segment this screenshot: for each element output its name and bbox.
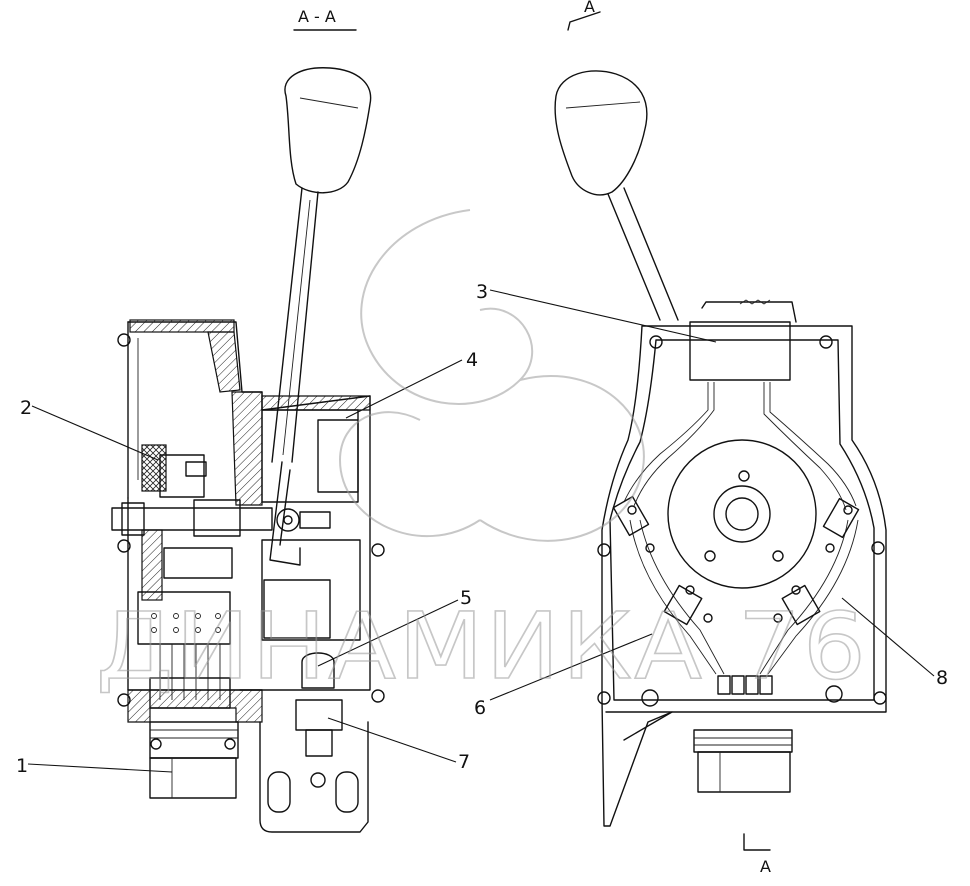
callout-7: 7 bbox=[458, 751, 470, 773]
callout-5: 5 bbox=[460, 587, 472, 609]
bracket-foot-left bbox=[259, 721, 369, 833]
callout-1: 1 bbox=[16, 755, 28, 777]
rotary-drum bbox=[667, 439, 817, 589]
section-mark-top: А bbox=[584, 0, 595, 16]
lever-rod-left bbox=[271, 187, 319, 463]
callouts: 1 2 3 4 5 6 7 8 bbox=[16, 281, 948, 777]
switch-box bbox=[689, 321, 791, 381]
section-view-left: А - А bbox=[111, 7, 385, 833]
gear-block bbox=[141, 444, 167, 492]
lever-knob-right bbox=[554, 70, 648, 196]
section-mark-bottom: А bbox=[760, 857, 771, 876]
callout-4: 4 bbox=[466, 349, 478, 371]
connector-right bbox=[693, 729, 793, 753]
main-shaft bbox=[111, 507, 273, 531]
lamp-left bbox=[301, 652, 335, 689]
callout-6: 6 bbox=[474, 697, 486, 719]
callout-8: 8 bbox=[936, 667, 948, 689]
callout-3: 3 bbox=[476, 281, 488, 303]
watermark-text: ДИНАМИКА 76 bbox=[96, 593, 868, 700]
watermark: ДИНАМИКА 76 bbox=[95, 209, 868, 701]
lever-knob-left bbox=[284, 67, 372, 194]
connector-left bbox=[149, 721, 239, 759]
main-body-right bbox=[601, 325, 887, 827]
front-view-right: А bbox=[554, 0, 887, 876]
watermark-swirl bbox=[338, 209, 645, 542]
lever-rod-right bbox=[607, 187, 679, 321]
section-title: А - А bbox=[298, 7, 336, 26]
callout-2: 2 bbox=[20, 397, 32, 419]
